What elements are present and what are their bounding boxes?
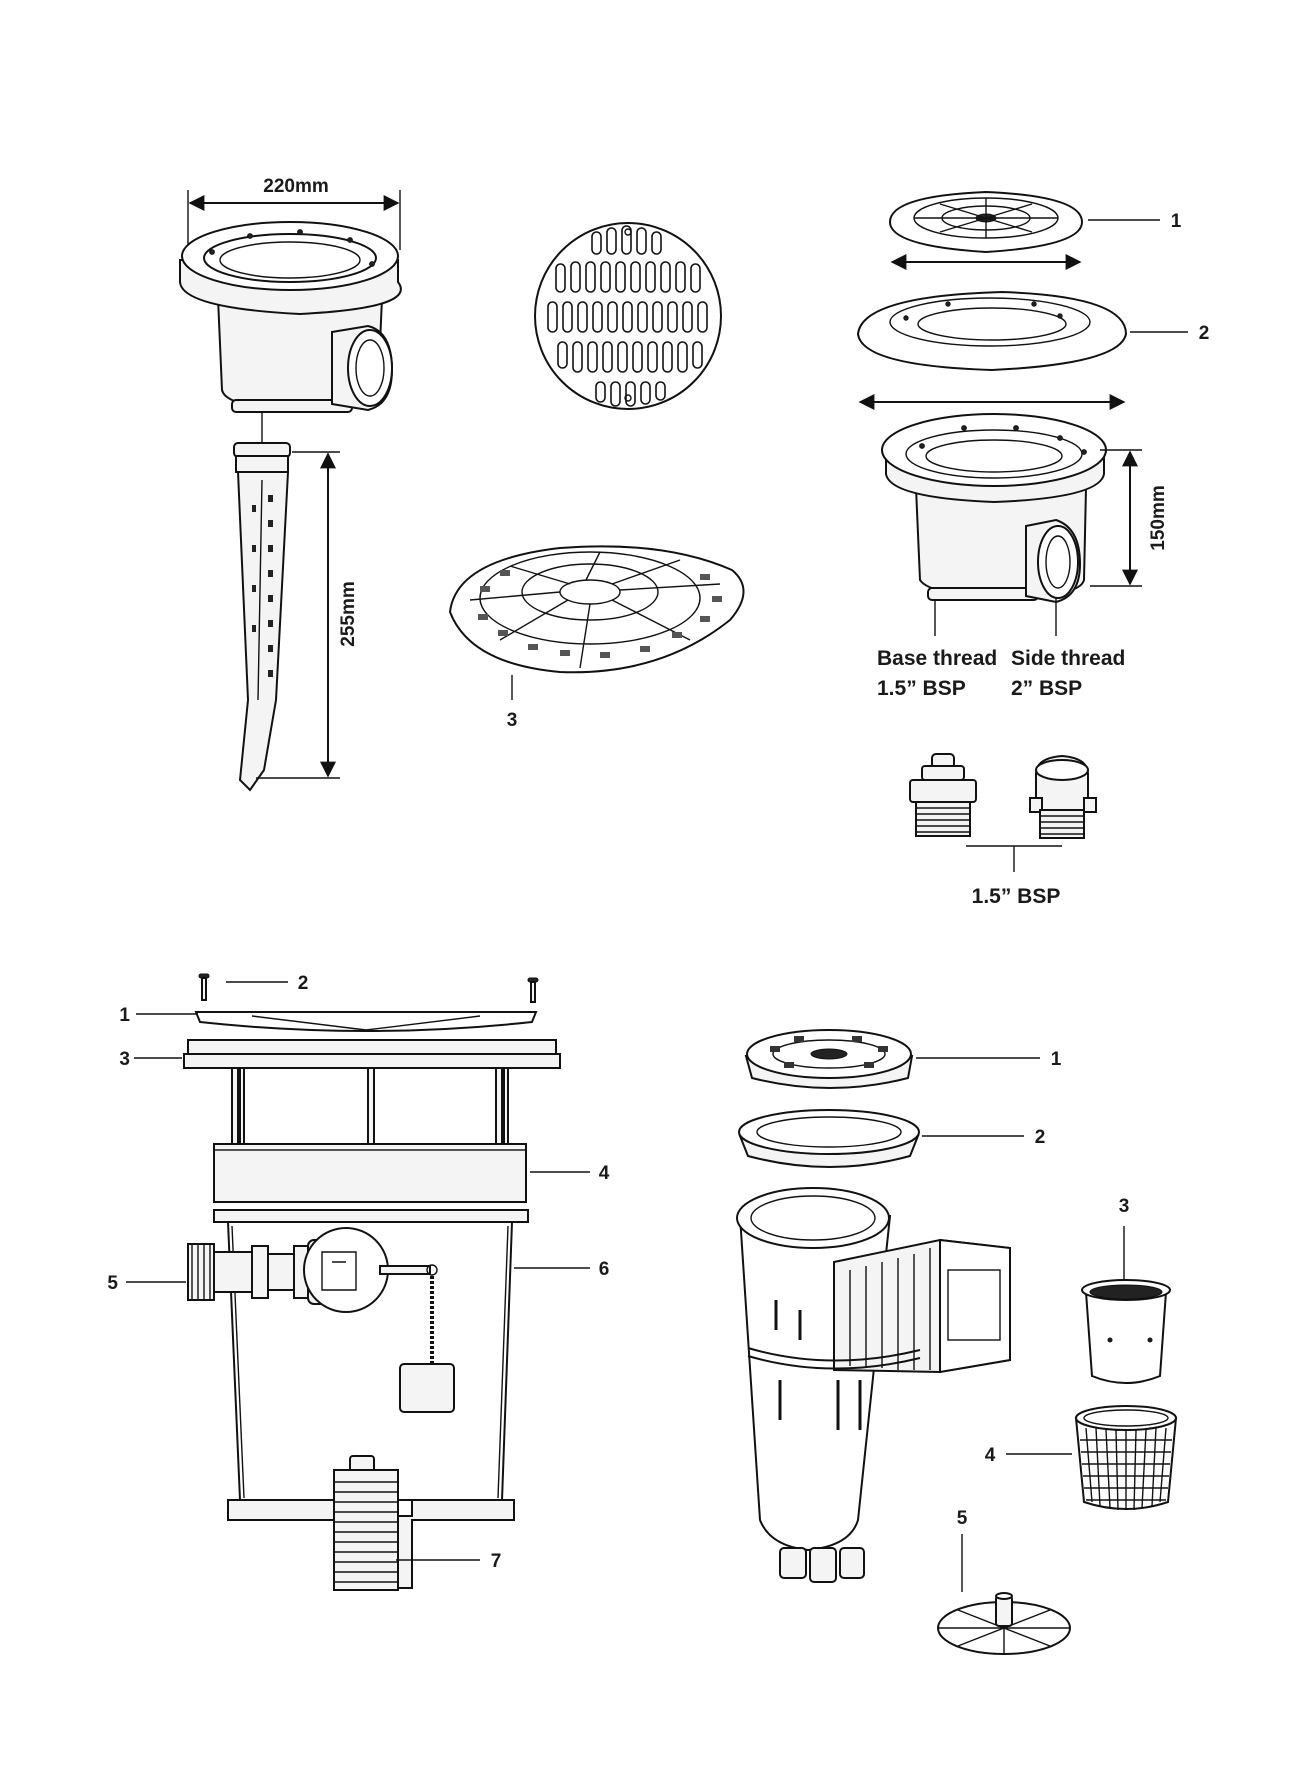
lev-callout-1: 1 bbox=[119, 1005, 130, 1026]
stem-dim-label: 255mm bbox=[338, 581, 359, 647]
floor-drain-figure: 1 2 150mm Base thread 1.5” BSP bbox=[856, 190, 1210, 908]
lid-screws bbox=[198, 973, 539, 1003]
lev-callout-6: 6 bbox=[599, 1259, 610, 1280]
lev-callout-3: 3 bbox=[119, 1049, 130, 1070]
sk-callout-4: 4 bbox=[985, 1445, 996, 1466]
floor-callout-2: 2 bbox=[1199, 323, 1210, 344]
sk-callout-5: 5 bbox=[957, 1508, 968, 1529]
sk-callout-1: 1 bbox=[1051, 1049, 1062, 1070]
main-drain-body bbox=[179, 221, 402, 413]
threaded-plug-cap bbox=[1029, 754, 1097, 839]
skimmer-figure: 1 2 bbox=[736, 1029, 1178, 1655]
base-thread-title: Base thread bbox=[877, 647, 997, 670]
float-valve-assembly bbox=[187, 1227, 455, 1413]
hydrostatic-stem bbox=[233, 442, 291, 792]
height-dim-label: 150mm bbox=[1148, 485, 1169, 551]
side-thread-title: Side thread bbox=[1011, 647, 1125, 670]
lev-callout-4: 4 bbox=[599, 1163, 610, 1184]
skimmer-weir bbox=[1081, 1279, 1171, 1384]
width-dim-label: 220mm bbox=[263, 176, 329, 197]
callout-3-dome-grate: 3 bbox=[507, 710, 518, 731]
floor-callout-1: 1 bbox=[1171, 211, 1182, 232]
sk-callout-3: 3 bbox=[1119, 1196, 1130, 1217]
skimmer-body bbox=[736, 1187, 1011, 1583]
skimmer-vacuum-plate bbox=[937, 1592, 1071, 1655]
plugs-dim-label: 1.5” BSP bbox=[972, 885, 1061, 908]
threaded-plug-valve bbox=[909, 753, 977, 837]
leveller-figure: 2 1 3 4 6 bbox=[107, 973, 610, 1591]
sk-callout-2: 2 bbox=[1035, 1127, 1046, 1148]
lev-callout-2: 2 bbox=[298, 973, 309, 994]
skimmer-basket bbox=[1074, 1405, 1178, 1511]
base-thread-size: 1.5” BSP bbox=[877, 677, 966, 700]
lev-callout-7: 7 bbox=[491, 1551, 502, 1572]
skimmer-lid bbox=[744, 1029, 914, 1089]
dome-grate: 3 bbox=[448, 545, 745, 731]
main-drain-figure: 220mm bbox=[179, 176, 402, 792]
side-thread-size: 2” BSP bbox=[1011, 677, 1082, 700]
skimmer-ring bbox=[738, 1109, 920, 1168]
flat-grate-plate bbox=[534, 222, 722, 410]
lev-callout-5: 5 bbox=[107, 1273, 118, 1294]
